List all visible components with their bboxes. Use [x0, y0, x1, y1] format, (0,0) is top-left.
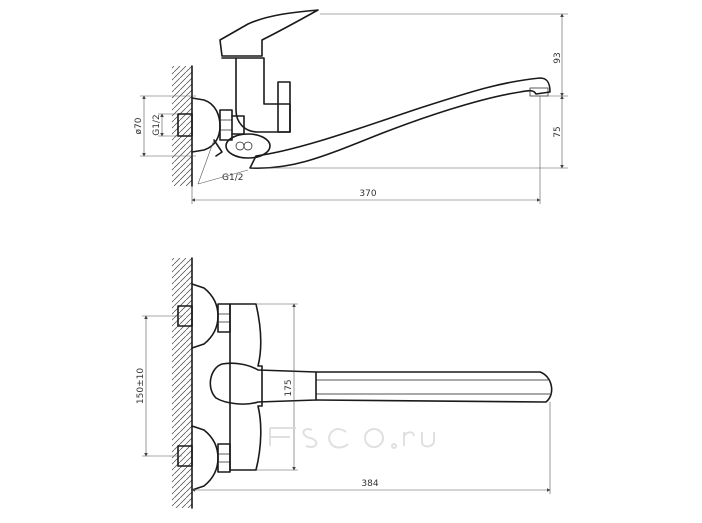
hex-nut-top: [219, 109, 233, 141]
watermark-logo: [269, 427, 435, 449]
aerator-top: [529, 87, 549, 97]
spout-collar-top: [225, 133, 271, 159]
dim-outlet-height: 93: [553, 52, 563, 63]
dim-spout-height: 75: [553, 126, 563, 137]
dim-inlet-spacing: 150±10: [136, 368, 146, 404]
mixer-body-bottom: [229, 303, 263, 471]
inlet-nipple-top: [177, 113, 193, 137]
lever-handle-bottom: [209, 362, 317, 405]
lower-flange: [191, 425, 219, 491]
lower-nut: [217, 443, 231, 473]
upper-nut: [217, 303, 231, 333]
dim-spout-length: 370: [359, 189, 376, 199]
dim-flange-diameter: ø70: [134, 117, 144, 134]
dim-thread-top: G1/2: [152, 114, 162, 135]
upper-flange: [191, 283, 219, 349]
dim-thread-bottom: G1/2: [222, 173, 243, 183]
wall-hatch-top: [172, 66, 192, 186]
plan-view: 150±10 175 384: [136, 257, 553, 509]
mixer-body-top: [221, 57, 291, 133]
wall-hatch-bottom: [172, 258, 192, 508]
spout-bottom: [315, 371, 553, 403]
diverter-top: [277, 81, 291, 133]
dim-spout-reach: 384: [361, 479, 378, 489]
side-view: 93 75 370 ø70 G1/2 G1/2: [134, 9, 568, 204]
dim-body-height: 175: [284, 379, 294, 396]
lever-handle-top: [219, 9, 319, 57]
spout-top: [249, 77, 551, 170]
